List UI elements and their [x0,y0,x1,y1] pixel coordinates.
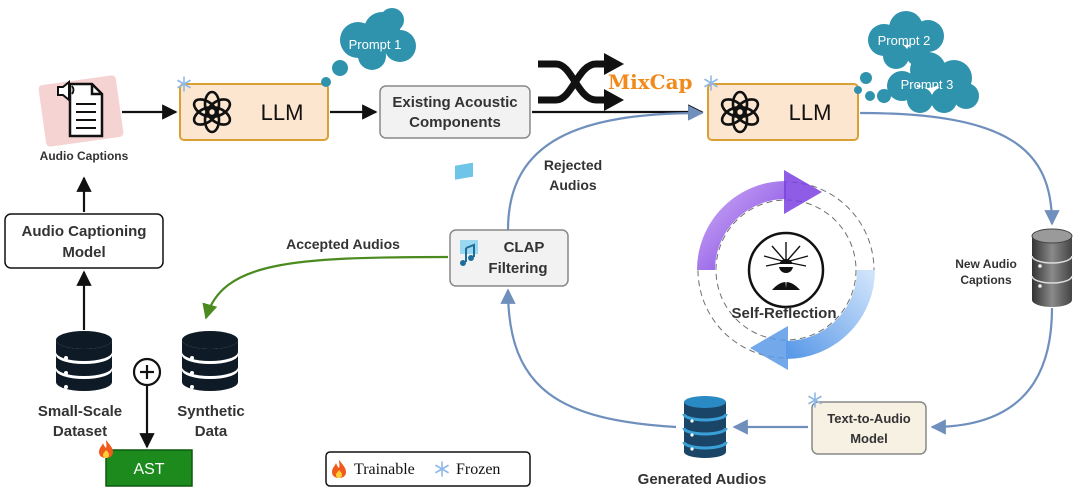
legend-trainable: Trainable [354,461,415,478]
small-scale-line-2: Dataset [53,423,107,440]
synthetic-line-1: Synthetic [177,403,245,420]
arrow-llm-to-new-captions [859,111,1060,226]
existing-line-1: Existing Acoustic [392,94,517,111]
audio-captioning-model-node: Audio Captioning Model [4,213,164,269]
arrow-new-captions-to-tta [930,307,1054,435]
captioning-line-2: Model [62,244,105,261]
plus-combine-icon [132,357,162,387]
legend: Trainable Frozen [325,451,531,487]
document-audio-icon [57,79,104,138]
database-icon [182,331,238,391]
rejected-line-1: Rejected [544,157,602,173]
text-to-audio-model-node: Text-to-Audio Model [808,392,927,455]
captioning-line-1: Audio Captioning [22,223,147,240]
database-blue-icon [682,396,728,458]
mixcap-shuffle: MixCap [538,53,693,111]
prompt-1-cloud: Prompt 1 [321,8,416,87]
mixcap-label: MixCap [608,70,693,94]
arrow-clap-to-synthetic [202,255,449,320]
blue-cycle-arrow [785,269,875,359]
ast-label: AST [133,461,164,478]
clap-filtering-node: CLAP Filtering [449,162,569,287]
arrow-clap-to-llm [506,105,704,231]
audio-captions-node: Audio Captions [38,75,129,163]
prompt-2-label: Prompt 2 [878,33,931,48]
existing-line-2: Components [409,114,501,131]
self-reflection-label: Self-Reflection [731,305,836,322]
audio-captions-label: Audio Captions [40,149,129,163]
clap-line-1: CLAP [504,239,545,256]
tta-line-1: Text-to-Audio [827,411,911,426]
arrow-generated-to-clap [500,288,677,429]
new-audio-captions-node: New Audio Captions [955,228,1073,307]
thinking-person-icon [763,242,809,290]
synthetic-line-2: Data [195,423,228,440]
existing-acoustic-components-node: Existing Acoustic Components [379,85,531,139]
purple-cycle-arrow [697,181,787,271]
synthetic-data-node: Synthetic Data [177,331,245,440]
ast-node: AST [99,440,193,487]
database-icon [56,331,112,391]
llm-right-node: LLM [704,75,859,141]
generated-audios-label: Generated Audios [638,471,767,488]
tta-line-2: Model [850,431,888,446]
music-note-icon [455,162,478,266]
trainable-flame-icon [99,440,113,458]
prompt-3-label: Prompt 3 [901,77,954,92]
prompt-2-3-clouds: Prompt 2 Prompt 3 [854,11,979,113]
new-captions-line-1: New Audio [955,257,1017,271]
small-scale-line-1: Small-Scale [38,403,122,420]
accepted-audios-label: Accepted Audios [286,236,400,252]
database-gray-icon [1031,228,1073,307]
prompt-1-label: Prompt 1 [349,37,402,52]
llm-left-label: LLM [261,100,304,125]
clap-line-2: Filtering [488,260,547,277]
llm-right-label: LLM [789,100,832,125]
generated-audios-node: Generated Audios [638,396,767,488]
llm-left-node: LLM [177,76,329,141]
rejected-line-2: Audios [549,177,597,193]
self-reflection-node: Self-Reflection [697,170,875,370]
new-captions-line-2: Captions [960,273,1012,287]
legend-frozen: Frozen [456,461,500,478]
shuffle-icon [538,60,608,104]
small-scale-dataset-node: Small-Scale Dataset [38,331,122,440]
